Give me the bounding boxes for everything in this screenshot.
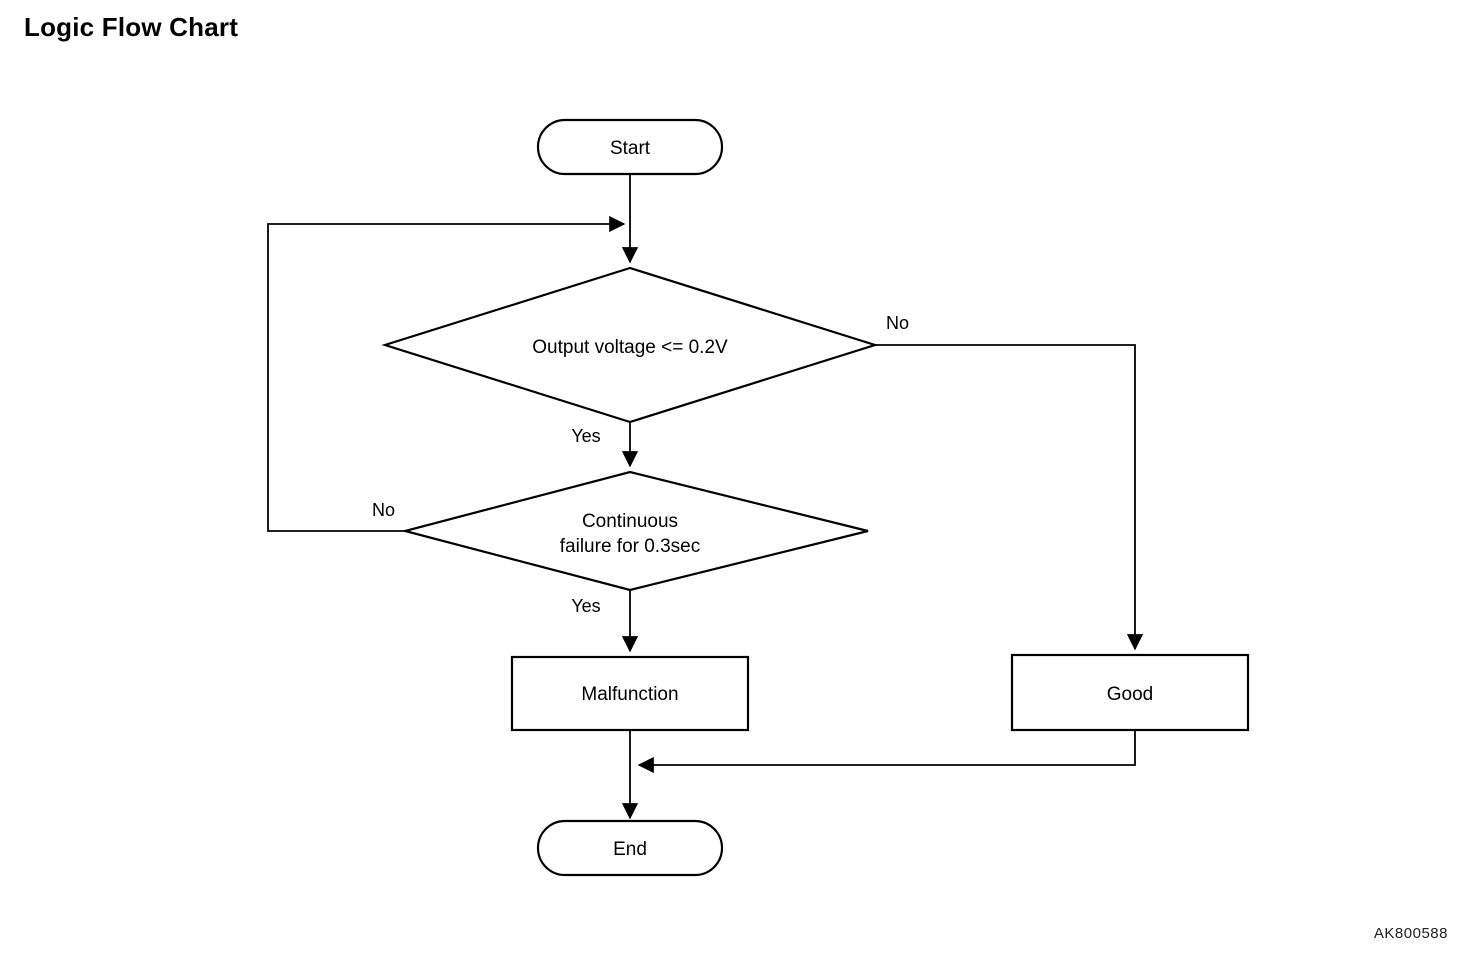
node-good[interactable]: Good: [1010, 653, 1250, 732]
node-end-label: End: [613, 839, 647, 860]
edge-label-no-2: No: [372, 500, 395, 520]
node-good-label: Good: [1107, 684, 1153, 705]
edge-decision1-no-to-good: No: [875, 313, 1144, 651]
node-decision2-label-line1: Continuous: [582, 511, 678, 532]
node-decision-continuous-failure[interactable]: Continuous failure for 0.3sec: [400, 470, 869, 592]
node-start-label: Start: [610, 138, 651, 159]
edge-decision1-yes-to-decision2: Yes: [571, 422, 639, 468]
node-decision-output-voltage[interactable]: Output voltage <= 0.2V: [381, 266, 879, 424]
edge-good-to-end: [637, 730, 1136, 774]
node-decision1-label: Output voltage <= 0.2V: [532, 337, 728, 358]
node-decision2-label-line2: failure for 0.3sec: [560, 536, 700, 557]
node-end[interactable]: End: [536, 819, 724, 877]
node-malfunction-label: Malfunction: [581, 684, 678, 705]
page-title: Logic Flow Chart: [24, 12, 239, 42]
node-malfunction[interactable]: Malfunction: [510, 655, 750, 732]
node-start[interactable]: Start: [536, 118, 724, 176]
edge-label-no-1: No: [886, 313, 909, 333]
edge-label-yes-2: Yes: [571, 596, 600, 616]
edge-decision2-no-to-decision1: No: [267, 215, 626, 532]
watermark-code: AK800588: [1373, 925, 1448, 942]
edge-label-yes-1: Yes: [571, 426, 600, 446]
edge-decision2-yes-to-malfunction: Yes: [571, 590, 639, 653]
